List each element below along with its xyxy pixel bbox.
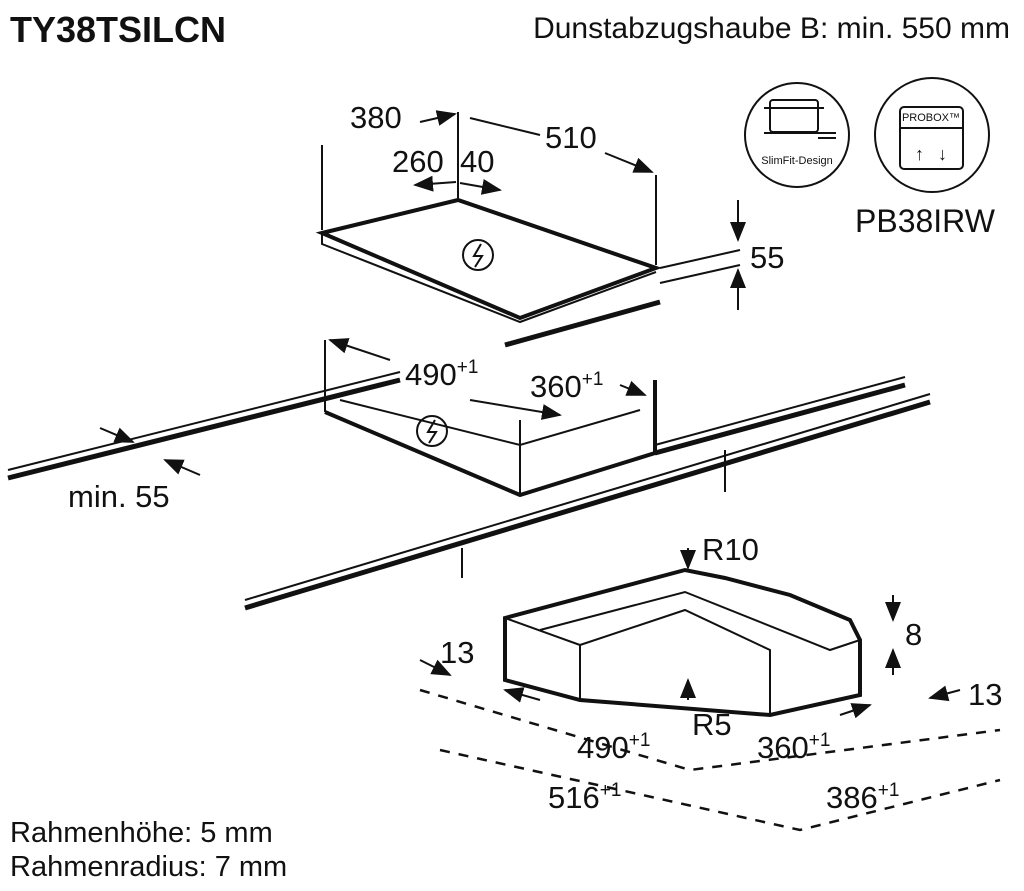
hob-drawing (315, 110, 746, 348)
outer-depth-dim: 386+1 (826, 780, 899, 815)
slimfit-badge: SlimFit-Design (744, 82, 850, 188)
rebate-depth-dim: 8 (905, 617, 922, 652)
inner-depth-dim: 360+1 (757, 730, 830, 765)
cutout-depth-dim: 360+1 (530, 369, 603, 404)
outer-width-dim: 516+1 (548, 780, 621, 815)
probox-label: PROBOX™ (902, 112, 960, 124)
power-icon (462, 239, 494, 271)
pot-icon (769, 99, 819, 133)
value: 516 (548, 780, 600, 815)
frame-height-note: Rahmenhöhe: 5 mm (10, 817, 273, 849)
hood-note: Dunstabzugshaube B: min. 550 mm (533, 12, 1010, 45)
rear-zone-dim: 40 (460, 144, 494, 179)
flush-mount-detail (419, 548, 1001, 832)
cutout-width-dim: 490+1 (405, 357, 478, 392)
hob-width-dim: 510 (545, 120, 597, 155)
frame-radius-note: Rahmenradius: 7 mm (10, 851, 287, 883)
hob-depth-dim: 380 (350, 100, 402, 135)
front-zone-dim: 260 (392, 144, 444, 179)
min-worktop-dim: min. 55 (68, 479, 170, 514)
value: 490 (577, 730, 629, 765)
arrow-down-icon: ↓ (938, 144, 947, 164)
accessory-model: PB38IRW (855, 203, 996, 239)
cutout-drawing (7, 338, 931, 611)
tolerance: +1 (878, 780, 900, 801)
arrow-up-icon: ↑ (915, 144, 924, 164)
outer-radius-label: R10 (702, 532, 759, 567)
value: 360 (530, 369, 582, 404)
power-icon (416, 415, 448, 447)
value: 490 (405, 357, 457, 392)
probox-badge: PROBOX™ ↑ ↓ (874, 77, 990, 193)
tolerance: +1 (457, 357, 479, 378)
slimfit-label: SlimFit-Design (761, 155, 833, 167)
hob-height-dim: 55 (750, 240, 784, 275)
tolerance: +1 (600, 780, 622, 801)
value: 386 (826, 780, 878, 815)
inner-radius-label: R5 (692, 707, 732, 742)
model-title: TY38TSILCN (10, 9, 226, 50)
inner-width-dim: 490+1 (577, 730, 650, 765)
rebate-left-dim: 13 (440, 635, 474, 670)
value: 360 (757, 730, 809, 765)
tolerance: +1 (582, 369, 604, 390)
rebate-right-dim: 13 (968, 677, 1002, 712)
tolerance: +1 (809, 730, 831, 751)
tolerance: +1 (629, 730, 651, 751)
